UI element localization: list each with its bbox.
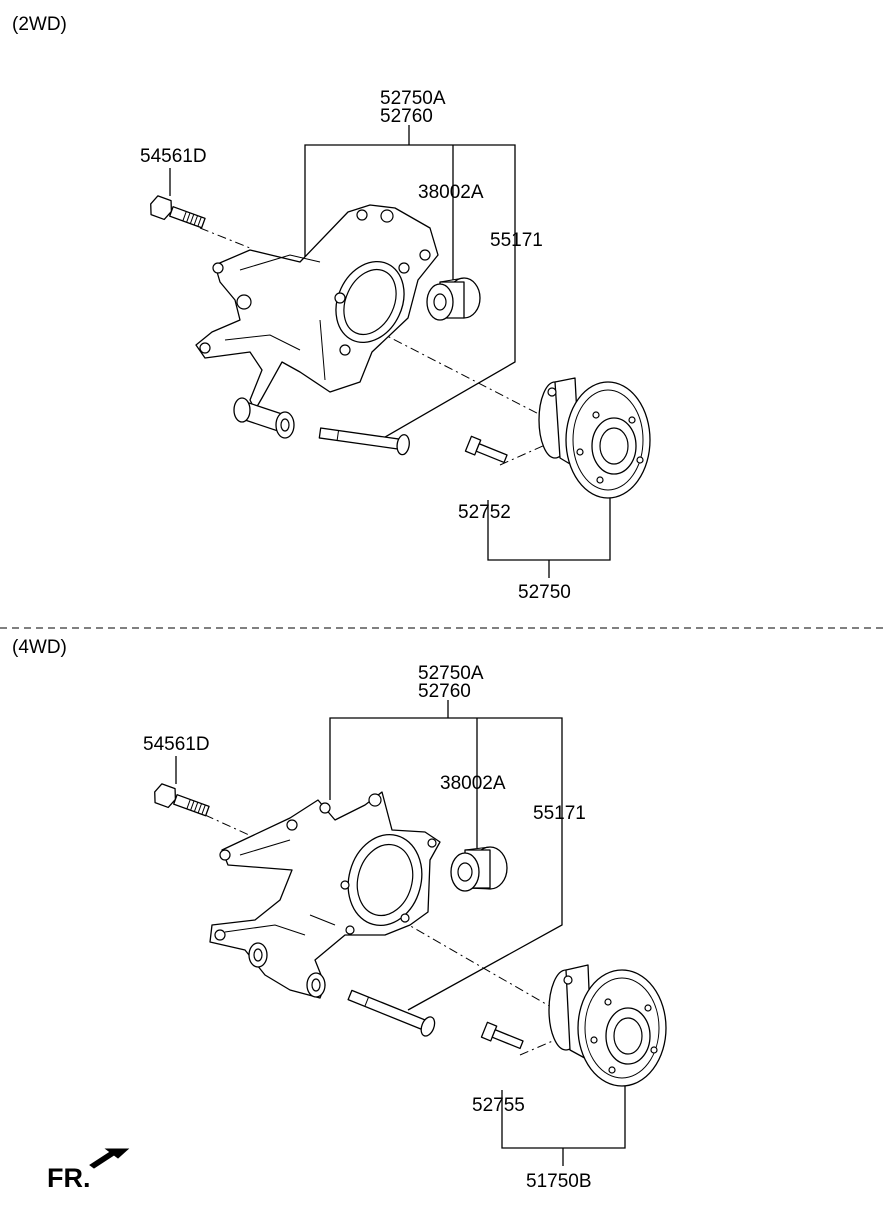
- section-2wd: (2WD) 52750A 52760 54561D 38002A 55171 5…: [12, 14, 651, 603]
- label-52750a: 52750A: [418, 663, 484, 684]
- leader-lines-2wd: [169, 125, 611, 578]
- label-52750: 52750: [518, 582, 571, 603]
- bolt-54561d-4wd: [154, 783, 210, 817]
- leader-lines-4wd: [175, 700, 626, 1166]
- label-55171: 55171: [490, 230, 543, 251]
- hub-bolt-52755: [480, 1021, 524, 1050]
- label-54561d: 54561D: [140, 146, 207, 167]
- front-label: FR.: [47, 1163, 91, 1193]
- section-title-2wd: (2WD): [12, 14, 67, 35]
- label-55171: 55171: [533, 803, 586, 824]
- label-51750b: 51750B: [526, 1171, 592, 1192]
- hub-bolt-52752: [464, 435, 508, 464]
- label-52755: 52755: [472, 1095, 525, 1116]
- knuckle-4wd: [209, 791, 441, 999]
- pin-55171-4wd: [347, 989, 436, 1037]
- label-54561d: 54561D: [143, 734, 210, 755]
- label-52750a: 52750A: [380, 88, 446, 109]
- pin-55171-2wd: [318, 427, 410, 456]
- knuckle-eye-2wd: [233, 397, 295, 439]
- label-38002a: 38002A: [418, 182, 484, 203]
- label-52760: 52760: [380, 106, 433, 127]
- hub-assy-51750b: [548, 964, 667, 1087]
- hub-assy-52750: [538, 377, 651, 499]
- front-indicator: FR.: [47, 1148, 130, 1193]
- label-52752: 52752: [458, 502, 511, 523]
- knuckle-2wd: [195, 204, 439, 411]
- arrow-icon: [89, 1148, 130, 1169]
- bushing-38002a-2wd: [426, 277, 481, 321]
- bolt-54561d: [150, 195, 206, 229]
- label-52760: 52760: [418, 681, 471, 702]
- section-title-4wd: (4WD): [12, 637, 67, 658]
- bushing-38002a-4wd: [450, 846, 508, 892]
- label-38002a: 38002A: [440, 773, 506, 794]
- section-4wd: (4WD) 52750A 52760 54561D 38002A 55171 5…: [12, 637, 667, 1192]
